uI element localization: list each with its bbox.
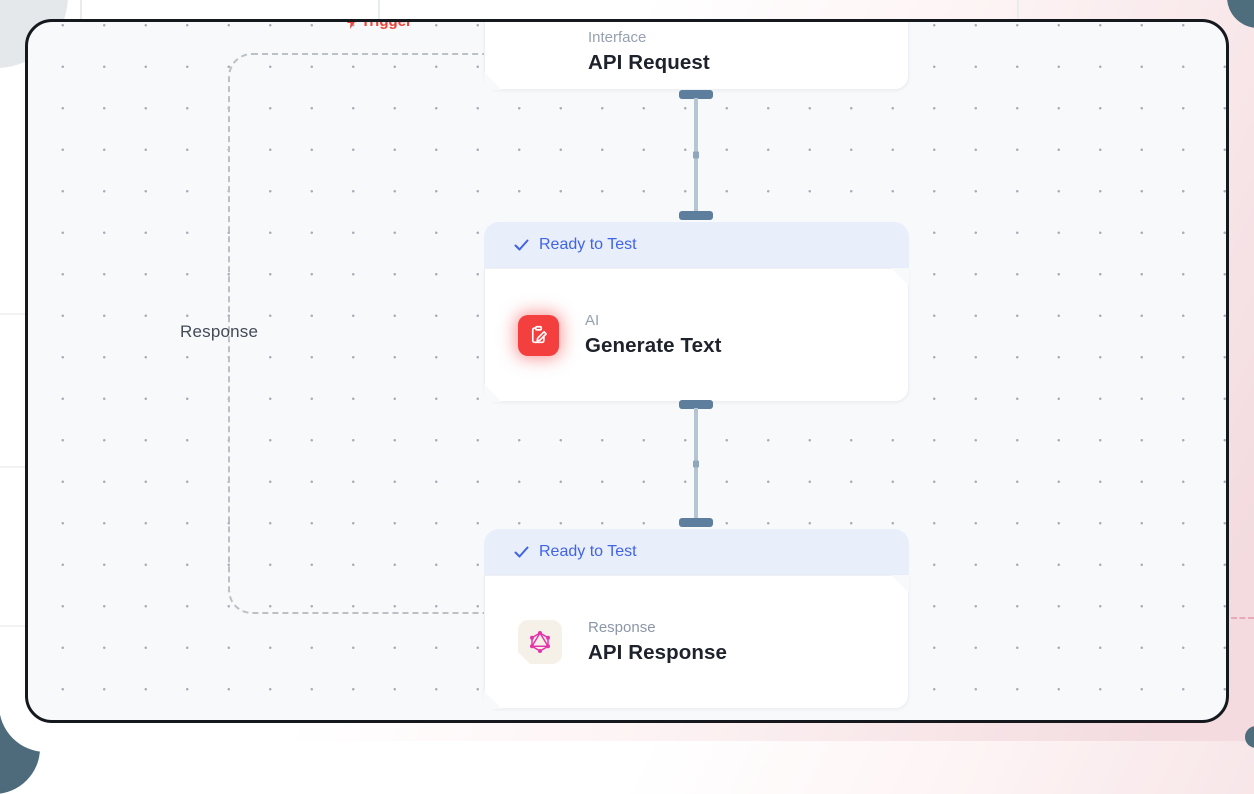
workflow-canvas[interactable]: Trigger Response Interface: [25, 19, 1229, 723]
corner-cut: [484, 691, 502, 709]
corner-cut: [891, 268, 909, 286]
connector: [679, 90, 713, 220]
node-title: API Response: [588, 641, 728, 664]
connector-handle-top[interactable]: [679, 90, 713, 99]
backdrop-gridline: [0, 313, 25, 315]
badge-text: Ready to Test: [539, 543, 637, 560]
response-loop-path: [228, 53, 486, 614]
backdrop-gridline: [1017, 0, 1019, 20]
ready-to-test-badge[interactable]: Ready to Test: [484, 222, 909, 268]
connector: [679, 400, 713, 527]
check-icon: [514, 546, 529, 558]
backdrop-gridline: [80, 0, 82, 20]
backdrop-gridline: [0, 466, 25, 468]
backdrop-gridline: [0, 625, 25, 627]
connector-handle-bottom[interactable]: [679, 211, 713, 220]
node-card[interactable]: Response API Response: [484, 575, 909, 709]
ready-to-test-badge[interactable]: Ready to Test: [484, 529, 909, 575]
node-title: Generate Text: [585, 334, 722, 357]
node-card[interactable]: Interface API Request: [484, 22, 909, 90]
connector-arrow: [693, 460, 699, 467]
badge-text: Ready to Test: [539, 236, 637, 253]
corner-cut: [484, 384, 502, 402]
node-api-request[interactable]: Interface API Request: [484, 22, 909, 90]
backdrop-dashed-line: [1231, 617, 1254, 619]
check-icon: [514, 239, 529, 251]
response-loop-label: Response: [180, 322, 259, 341]
ai-edit-icon: [531, 325, 547, 344]
node-category: Response: [588, 619, 656, 636]
corner-cut: [484, 72, 502, 90]
graphql-icon: [528, 630, 552, 654]
backdrop-gridline: [378, 0, 380, 20]
connector-handle-top[interactable]: [679, 400, 713, 409]
connector-handle-bottom[interactable]: [679, 518, 713, 527]
node-generate-text[interactable]: Ready to Test AI Generate Text: [484, 222, 909, 402]
graphql-icon-tile: [518, 620, 562, 664]
corner-cut: [891, 575, 909, 593]
corner-shape-teal-bottomright: [1245, 726, 1254, 748]
node-title: API Request: [588, 51, 710, 74]
node-category: AI: [585, 312, 600, 329]
trigger-label[interactable]: Trigger: [346, 19, 412, 30]
connector-arrow: [693, 151, 699, 159]
ai-icon-tile: [518, 314, 559, 356]
node-category: Interface: [588, 29, 647, 46]
node-api-response[interactable]: Ready to Test Response AP: [484, 529, 909, 709]
node-card[interactable]: AI Generate Text: [484, 268, 909, 402]
corner-shape-teal-topright: [1227, 0, 1254, 28]
trigger-label-text: Trigger: [361, 19, 412, 30]
lightning-icon: [347, 22, 355, 29]
